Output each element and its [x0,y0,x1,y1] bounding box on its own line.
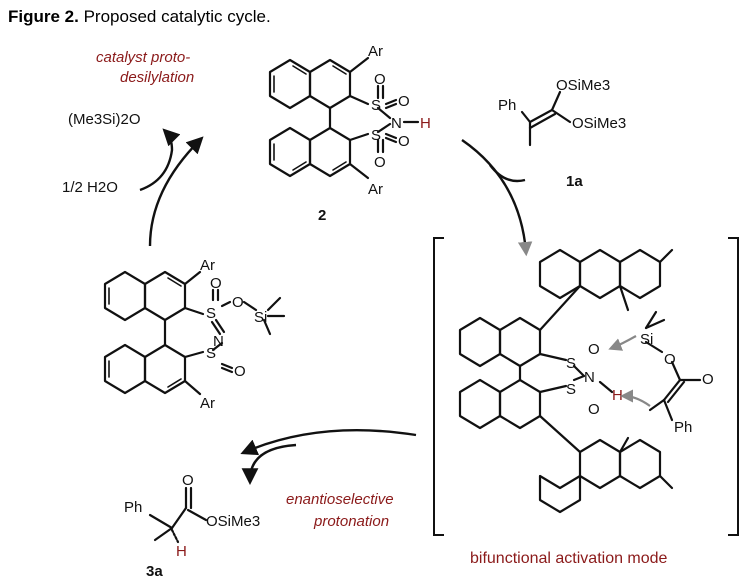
oxygen-atom: O [182,472,194,489]
silicon-atom: Si [640,331,653,348]
activation-mode-caption: bifunctional activation mode [470,550,668,567]
substrate-addition-arrow [461,139,533,257]
figure-caption: Proposed catalytic cycle. [79,7,271,26]
nitrogen-atom: N [391,115,402,132]
water-siloxane-arrow [139,128,181,192]
sulfur-atom: S [371,97,381,114]
sulfur-atom: S [371,127,381,144]
nitrogen-atom: N [584,369,595,386]
sulfur-atom: S [206,305,216,322]
substrate-entry-arrow [489,164,526,183]
trimethylsilyloxy-label: OSiMe3 [206,513,260,530]
substrate-1a-structure [520,90,572,147]
aryl-label: Ar [200,395,215,412]
left-bracket [433,237,444,536]
oxygen-atom: O [398,133,410,150]
catalyst-2-structure [268,56,420,180]
acidic-proton: H [420,115,431,132]
right-bracket [728,237,739,536]
silyl-transfer-arrow [608,335,637,351]
step-label-protodesilylation: desilylation [120,69,194,86]
figure-label: Figure 2. [8,7,79,26]
aryl-label: Ar [200,257,215,274]
oxygen-atom: O [374,71,386,88]
oxygen-atom: O [588,341,600,358]
step-label-protonation: enantioselective [286,491,394,508]
phenyl-label: Ph [124,499,142,516]
step-label-protonation: protonation [313,513,389,530]
reagent-water: 1/2 H2O [62,179,118,196]
sulfur-atom: S [566,355,576,372]
trimethylsilyloxy-label: OSiMe3 [572,115,626,132]
nitrogen-atom: N [213,333,224,350]
step-label-protodesilylation: catalyst proto- [96,49,190,66]
activation-complex-structure [458,248,702,514]
figure-title: Figure 2. Proposed catalytic cycle. [8,7,271,26]
proton-transfer-arrow [620,389,651,407]
product-release-arrow [241,443,297,486]
delivered-proton: H [176,543,187,560]
reagent-siloxane: (Me3Si)2O [68,111,141,128]
acidic-proton: H [612,387,623,404]
phenyl-label: Ph [674,419,692,436]
trimethylsilyloxy-label: OSiMe3 [556,77,610,94]
oxygen-atom: O [374,154,386,171]
aryl-label: Ar [368,43,383,60]
oxygen-atom: O [210,275,222,292]
oxygen-atom: O [588,401,600,418]
compound-label-product: 3a [146,563,163,580]
product-3a-structure [148,486,208,544]
regeneration-arrow [148,136,204,247]
oxygen-atom: O [664,351,676,368]
oxygen-atom: O [398,93,410,110]
oxygen-atom: O [234,363,246,380]
oxygen-atom: O [702,371,714,388]
silicon-atom: Si [254,309,267,326]
compound-label-substrate: 1a [566,173,583,190]
oxygen-atom: O [232,294,244,311]
phenyl-label: Ph [498,97,516,114]
sulfur-atom: S [566,381,576,398]
sulfur-atom: S [206,345,216,362]
compound-label-catalyst: 2 [318,207,326,224]
protonation-arrow [240,429,417,456]
silylated-catalyst-structure [103,270,286,396]
aryl-label: Ar [368,181,383,198]
